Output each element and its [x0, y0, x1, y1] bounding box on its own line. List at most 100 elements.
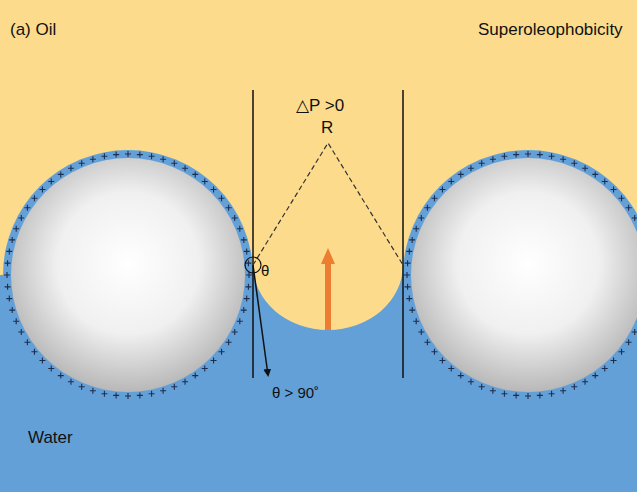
charge-mark — [219, 195, 225, 201]
charge-mark — [149, 391, 155, 397]
charge-mark — [244, 296, 250, 302]
charge-mark — [632, 329, 637, 335]
charge-mark — [537, 152, 543, 158]
charge-mark — [409, 237, 415, 243]
charge-mark — [6, 248, 12, 254]
pore-wall-line — [252, 90, 254, 378]
charge-mark — [48, 178, 54, 184]
charge-mark — [202, 178, 208, 184]
charge-mark — [602, 366, 608, 372]
pore-wall-line — [402, 90, 404, 378]
charge-mark — [9, 307, 15, 313]
charge-mark — [68, 379, 74, 385]
charge-mark — [39, 186, 45, 192]
charge-mark — [160, 156, 166, 162]
label-text: θ > 90˚ — [272, 384, 319, 401]
charge-mark — [490, 156, 496, 162]
charge-mark — [211, 186, 217, 192]
label-text: Superoleophobicity — [478, 20, 623, 40]
charge-mark — [448, 178, 454, 184]
charge-mark — [582, 165, 588, 171]
charge-mark — [592, 171, 598, 177]
charge-mark — [237, 318, 243, 324]
charge-mark — [501, 391, 507, 397]
charge-mark — [406, 296, 412, 302]
label-text: R — [321, 118, 333, 138]
charge-mark — [182, 165, 188, 171]
charge-mark — [79, 160, 85, 166]
charge-mark — [405, 260, 411, 266]
label-text: Water — [28, 428, 73, 448]
charge-mark — [626, 205, 632, 211]
charge-mark — [5, 260, 11, 266]
charge-mark — [525, 393, 531, 399]
charge-mark — [448, 366, 454, 372]
charge-mark — [431, 195, 437, 201]
charge-mark — [405, 284, 411, 290]
charge-mark — [418, 329, 424, 335]
charge-mark — [513, 152, 519, 158]
charge-mark — [409, 307, 415, 313]
charge-mark — [137, 392, 143, 398]
charge-mark — [490, 388, 496, 394]
charge-mark — [619, 195, 625, 201]
charge-mark — [192, 373, 198, 379]
charge-mark — [58, 373, 64, 379]
charge-mark — [418, 215, 424, 221]
charge-mark — [602, 178, 608, 184]
charge-mark — [458, 373, 464, 379]
charge-mark — [571, 160, 577, 166]
pressure-arrow-head — [321, 248, 335, 264]
pressure-arrow-shaft — [325, 262, 331, 330]
charge-mark — [13, 318, 19, 324]
charge-mark — [611, 358, 617, 364]
charge-mark — [525, 151, 531, 157]
charge-mark — [232, 329, 238, 335]
charge-mark — [244, 248, 250, 254]
charge-mark — [468, 379, 474, 385]
charge-mark — [113, 392, 119, 398]
charge-mark — [4, 272, 10, 278]
charge-mark — [513, 392, 519, 398]
charge-mark — [125, 393, 131, 399]
charge-mark — [245, 284, 251, 290]
charge-mark — [560, 388, 566, 394]
charge-mark — [90, 388, 96, 394]
charge-mark — [9, 237, 15, 243]
hydration-shell — [403, 150, 637, 400]
charge-mark — [232, 215, 238, 221]
charge-mark — [226, 339, 232, 345]
charge-mark — [549, 391, 555, 397]
charge-mark — [537, 392, 543, 398]
charge-mark — [160, 388, 166, 394]
charge-mark — [560, 156, 566, 162]
charge-mark — [113, 152, 119, 158]
charge-mark — [549, 153, 555, 159]
charge-mark — [202, 366, 208, 372]
charge-mark — [226, 205, 232, 211]
charge-mark — [571, 384, 577, 390]
contact-angle-arrow — [253, 265, 268, 375]
charge-mark — [18, 329, 24, 335]
charge-mark — [90, 156, 96, 162]
charge-mark — [31, 349, 37, 355]
charge-mark — [101, 391, 107, 397]
charge-mark — [458, 171, 464, 177]
particle-sphere — [11, 158, 245, 392]
charge-mark — [237, 226, 243, 232]
label-text: θ — [261, 262, 269, 279]
charge-mark — [404, 272, 410, 278]
charge-mark — [171, 384, 177, 390]
radius-dashed-line — [253, 143, 403, 265]
charge-mark — [171, 160, 177, 166]
charge-mark — [192, 171, 198, 177]
charge-mark — [626, 339, 632, 345]
charge-mark — [149, 153, 155, 159]
charge-mark — [431, 349, 437, 355]
charge-mark — [13, 226, 19, 232]
charge-mark — [501, 153, 507, 159]
hydration-shell — [3, 150, 253, 400]
charge-mark — [182, 379, 188, 385]
label-text: △P >0 — [296, 96, 344, 116]
